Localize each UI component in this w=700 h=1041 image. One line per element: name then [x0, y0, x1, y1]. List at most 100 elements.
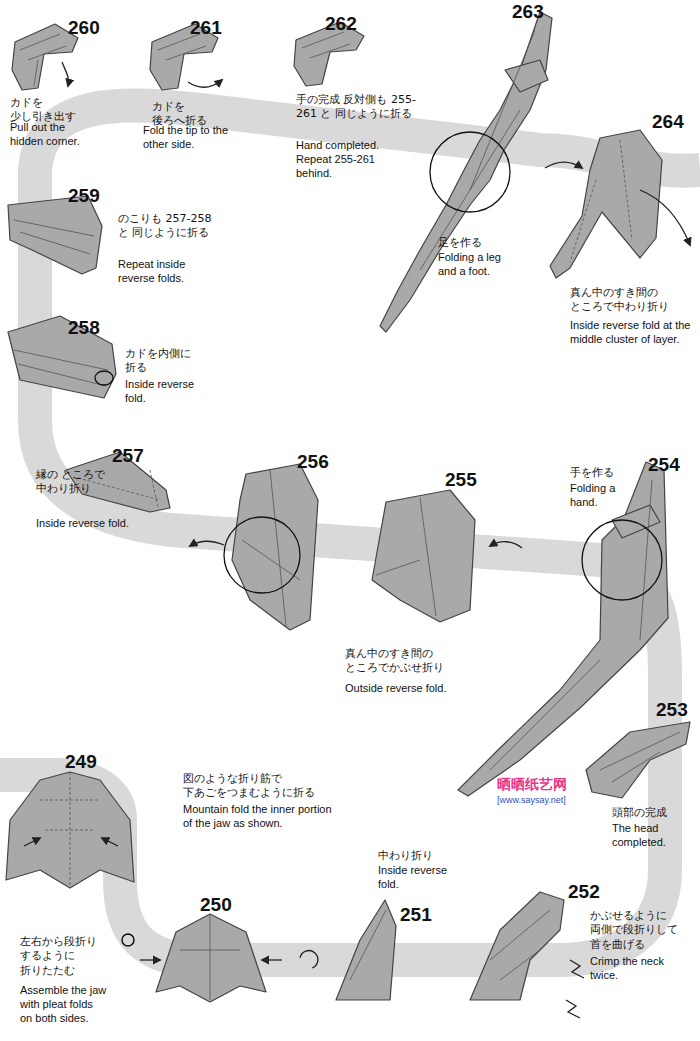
japanese-instruction: 手を作る [570, 466, 640, 480]
step-number: 259 [68, 184, 100, 208]
step-number: 256 [297, 450, 329, 474]
paper-shape [612, 505, 660, 538]
crease-line [350, 910, 386, 980]
step-number: 254 [648, 453, 680, 477]
fold-arrow [640, 190, 690, 245]
japanese-instruction: 真ん中のすき間の ところでかぶせ折り [345, 647, 457, 676]
push-arrow [24, 838, 40, 846]
japanese-instruction: 真ん中のすき間の ところで中わり折り [570, 286, 682, 315]
english-instruction: Fold the tip to the other side. [143, 124, 243, 152]
step-figure [8, 316, 116, 398]
step-figure [336, 900, 396, 1000]
crease-line [570, 140, 632, 262]
step-figure [470, 892, 584, 1018]
crease-line [242, 470, 300, 626]
step-number: 262 [325, 12, 357, 36]
step-arrow [190, 541, 224, 546]
step-figure [586, 722, 690, 798]
focus-circle [582, 520, 662, 600]
japanese-instruction: 頭部の完成 [612, 806, 687, 820]
english-instruction: Hand completed. Repeat 255-261 behind. [296, 139, 391, 180]
fold-arrow [62, 62, 69, 86]
crease-line [600, 732, 680, 782]
watermark: 晒晒纸艺网 [497, 776, 567, 794]
paper-shape [380, 12, 552, 332]
english-instruction: Assemble the jaw with pleat folds on bot… [20, 984, 108, 1025]
step-number: 255 [445, 468, 477, 492]
crimp-symbol [570, 960, 584, 978]
step-figure [190, 464, 318, 630]
paper-shape [8, 196, 102, 274]
japanese-instruction: カドを 少し引き出す [10, 96, 90, 125]
crease-line [14, 350, 108, 386]
step-figure [8, 196, 102, 274]
turn-symbol [300, 951, 318, 968]
japanese-instruction: 縁の ところで 中わり折り [36, 468, 106, 497]
english-instruction: Mountain fold the inner portion of the j… [183, 803, 333, 831]
crease-line [376, 498, 436, 616]
paper-shape [6, 772, 134, 888]
english-instruction: Outside reverse fold. [345, 682, 485, 696]
japanese-instruction: 図のような折り筋で 下あごをつまむように折る [183, 772, 343, 801]
crease-line [490, 910, 550, 980]
paper-shape [470, 892, 564, 1000]
push-arrow [102, 838, 118, 846]
english-instruction: Inside reverse fold. [36, 517, 166, 531]
english-instruction: Inside reverse fold. [378, 864, 463, 892]
english-instruction: Crimp the neck twice. [590, 955, 690, 983]
step-number: 261 [190, 16, 222, 40]
paper-shape [156, 914, 266, 1002]
crease-line [40, 772, 100, 888]
step-figure [372, 490, 522, 622]
crease-line [14, 220, 94, 254]
fold-arrow [188, 80, 222, 87]
step-number: 250 [200, 893, 232, 917]
paper-shape [550, 130, 662, 278]
paper-shape [232, 464, 318, 630]
english-instruction: Inside reverse fold. [125, 378, 215, 406]
crease-line [20, 34, 66, 86]
japanese-instruction: 手の完成 反対側も 255-261 と 同じように折る [296, 93, 421, 122]
step-arrow [545, 162, 582, 168]
step-figure [380, 12, 582, 332]
paper-shape [336, 900, 396, 1000]
japanese-instruction: のこりも 257-258 と 同じように折る [118, 212, 213, 241]
step-figure [550, 130, 690, 278]
focus-circle [224, 517, 300, 593]
view-symbol [122, 934, 134, 946]
step-number: 251 [400, 903, 432, 927]
push-arrow [140, 959, 160, 960]
japanese-instruction: 左右から段折り するように 折りたたむ [20, 935, 115, 978]
english-instruction: The head completed. [612, 822, 687, 850]
japanese-instruction: かぶせるように 両側で段折りして 首を曲げる [590, 909, 690, 952]
crease-line [420, 30, 535, 270]
paper-shape [372, 490, 475, 622]
step-number: 258 [68, 316, 100, 340]
english-instruction: Pull out the hidden corner. [10, 121, 95, 149]
watermark-url: [www.saysay.net] [497, 795, 566, 806]
step-number: 249 [65, 750, 97, 774]
japanese-instruction: 中わり折り [378, 849, 448, 863]
japanese-instruction: カドを内側に 折る [125, 347, 210, 376]
crease-line [490, 480, 652, 770]
step-arrow [490, 542, 522, 548]
step-number: 264 [652, 110, 684, 134]
step-number: 253 [656, 698, 688, 722]
step-number: 252 [568, 880, 600, 904]
step-number: 257 [112, 444, 144, 468]
crimp-symbol [566, 1000, 580, 1018]
english-instruction: Repeat inside reverse folds. [118, 258, 208, 286]
crease-line [180, 914, 240, 1000]
step-figure [122, 914, 318, 1002]
step-number: 263 [512, 0, 544, 24]
japanese-instruction: 足を作る [438, 236, 508, 250]
paper-shape [8, 316, 116, 398]
focus-circle [430, 132, 510, 212]
push-arrow [262, 959, 282, 960]
crease-line [302, 32, 350, 58]
step-number: 260 [68, 16, 100, 40]
focus-mark [95, 371, 113, 385]
step-figure [6, 772, 134, 888]
